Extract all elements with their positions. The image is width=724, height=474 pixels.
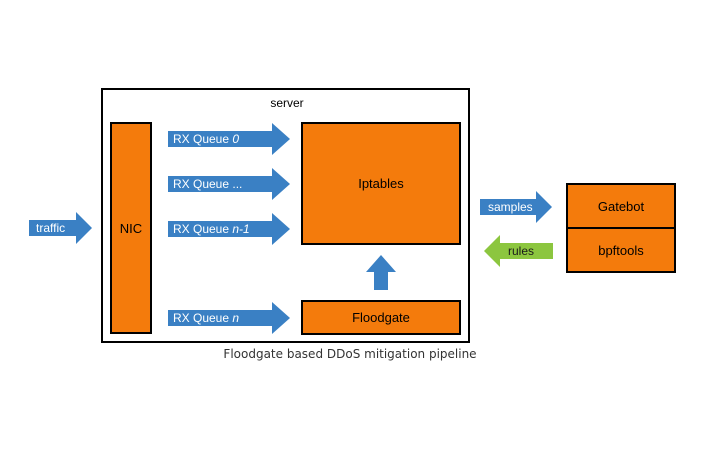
- floodgate-up-arrow: [366, 255, 396, 290]
- gatebot-label: Gatebot: [597, 198, 645, 214]
- nic-label: NIC: [119, 220, 143, 236]
- rx-queue-n-prefix: RX Queue: [173, 311, 233, 325]
- rx-queue-0-prefix: RX Queue: [173, 132, 233, 146]
- iptables-box: Iptables: [301, 122, 461, 245]
- server-label: server: [270, 96, 304, 110]
- bpftools-box: bpftools: [566, 227, 676, 273]
- floodgate-box: Floodgate: [301, 300, 461, 335]
- bpftools-label: bpftools: [598, 242, 644, 258]
- rules-arrow: [484, 235, 553, 267]
- rx-queue-n-arrow: [168, 302, 290, 334]
- rx-queue-n-1-label: RX Queue n-1: [173, 221, 250, 237]
- rules-label: rules: [508, 244, 535, 258]
- rx-queue-n-1-prefix: RX Queue: [173, 222, 233, 236]
- diagram-caption: Floodgate based DDoS mitigation pipeline: [223, 347, 477, 361]
- iptables-label: Iptables: [358, 176, 404, 191]
- rx-queue-0-suffix: 0: [232, 132, 240, 146]
- traffic-label: traffic: [36, 221, 66, 235]
- traffic-arrow: [29, 212, 92, 244]
- rx-queue-0-arrow: [168, 123, 290, 155]
- rx-queue-n-1-arrow: [168, 213, 290, 245]
- floodgate-label: Floodgate: [352, 310, 410, 325]
- rx-queue-dots-arrow: [168, 168, 290, 200]
- rx-queue-n-label: RX Queue n: [173, 310, 239, 326]
- rx-queue-n-suffix: n: [232, 311, 240, 325]
- samples-arrow: [480, 191, 552, 223]
- nic-box: NIC: [110, 122, 152, 334]
- rx-queue-n-1-suffix: n-1: [232, 222, 250, 236]
- rx-queue-0-label: RX Queue 0: [173, 131, 239, 147]
- rx-queue-dots-label: RX Queue ...: [173, 176, 242, 192]
- samples-label: samples: [488, 200, 533, 214]
- gatebot-box: Gatebot: [566, 183, 676, 229]
- rx-queue-dots-prefix: RX Queue ...: [173, 177, 243, 191]
